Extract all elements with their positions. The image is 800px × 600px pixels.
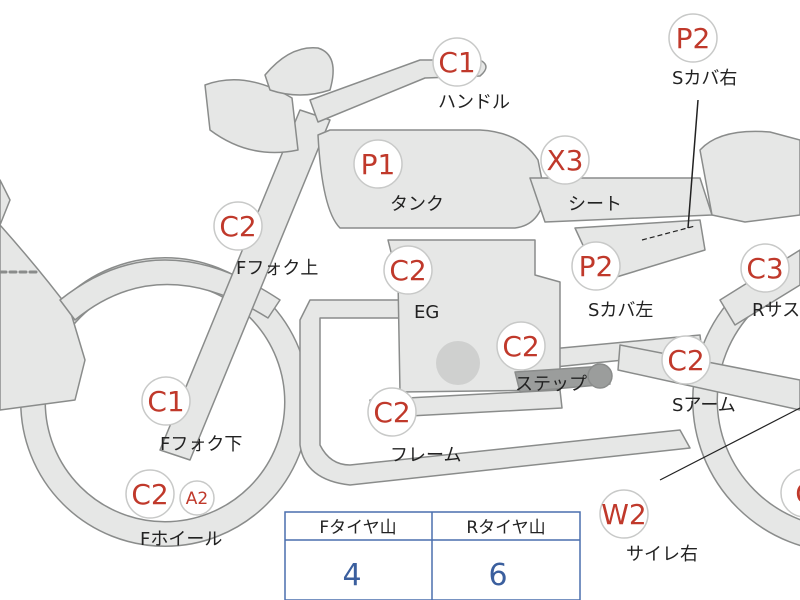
condition-code: P2 xyxy=(676,22,711,55)
condition-code: C1 xyxy=(147,385,184,418)
leader-line-muffler-r xyxy=(659,407,800,481)
part-label: EG xyxy=(414,302,439,323)
part-handle: C1 ハンドル xyxy=(432,37,510,113)
tread-header-rear: Rタイヤ山 xyxy=(466,518,545,538)
part-label: Fフォク下 xyxy=(160,434,242,455)
condition-code: P1 xyxy=(361,148,396,181)
part-rear-wheel: C xyxy=(780,468,800,518)
condition-badge xyxy=(141,376,191,426)
step-shape xyxy=(514,365,611,393)
condition-badge xyxy=(432,37,482,87)
condition-badge xyxy=(353,139,403,189)
condition-badge xyxy=(125,469,175,519)
condition-code: C xyxy=(795,477,800,510)
condition-code: W2 xyxy=(601,498,647,531)
part-frame: C2 フレーム xyxy=(367,387,461,466)
part-label: Sカバ右 xyxy=(672,68,737,89)
condition-code: C2 xyxy=(131,478,168,511)
part-muffler-r: W2 サイレ右 xyxy=(599,489,698,565)
part-tank: P1 タンク xyxy=(353,139,444,215)
part-label: シート xyxy=(568,194,622,215)
condition-badge xyxy=(780,468,800,518)
part-label: Fフォク上 xyxy=(236,258,318,279)
condition-code: C1 xyxy=(438,46,475,79)
condition-code: P2 xyxy=(579,250,614,283)
condition-code: X3 xyxy=(547,144,584,177)
condition-code: C3 xyxy=(746,252,783,285)
tire-tread-table: Fタイヤ山 Rタイヤ山 4 6 xyxy=(284,511,581,600)
condition-badge xyxy=(571,241,621,291)
tread-value-rear: 6 xyxy=(488,558,507,593)
condition-badge xyxy=(383,245,433,295)
part-label: Sアーム xyxy=(672,395,736,416)
part-label: Sカバ左 xyxy=(588,300,653,321)
part-label: Rサス xyxy=(752,300,800,321)
condition-code: C2 xyxy=(373,396,410,429)
part-label: Fホイール xyxy=(140,529,222,550)
condition-badge xyxy=(599,489,649,539)
condition-badge xyxy=(496,321,546,371)
part-step: C2 ステップ xyxy=(496,321,587,395)
front-fender-shape xyxy=(0,179,86,411)
motorcycle-silhouette xyxy=(0,46,800,547)
sub-condition-badge xyxy=(179,480,215,516)
leader-line-side-cover-r xyxy=(687,99,699,229)
frame-shape xyxy=(299,299,691,486)
part-label: フレーム xyxy=(390,445,461,466)
sub-condition-code: A2 xyxy=(186,489,208,509)
part-label: サイレ右 xyxy=(626,544,698,565)
part-label: タンク xyxy=(390,194,444,215)
part-label: ステップ xyxy=(515,374,587,395)
tread-value-front: 4 xyxy=(342,558,361,593)
condition-badge xyxy=(661,335,711,385)
condition-code: C2 xyxy=(667,344,704,377)
condition-badge xyxy=(540,135,590,185)
condition-badge xyxy=(668,13,718,63)
headlight-shape xyxy=(204,79,299,154)
condition-code: C2 xyxy=(502,330,539,363)
rear-cowl-shape xyxy=(699,130,800,223)
condition-code: C2 xyxy=(389,254,426,287)
part-label: ハンドル xyxy=(438,92,510,113)
tread-header-front: Fタイヤ山 xyxy=(319,518,396,538)
condition-badge xyxy=(367,387,417,437)
condition-badge xyxy=(213,201,263,251)
condition-badge xyxy=(740,243,790,293)
part-seat: X3 シート xyxy=(540,135,622,215)
condition-code: C2 xyxy=(219,210,256,243)
